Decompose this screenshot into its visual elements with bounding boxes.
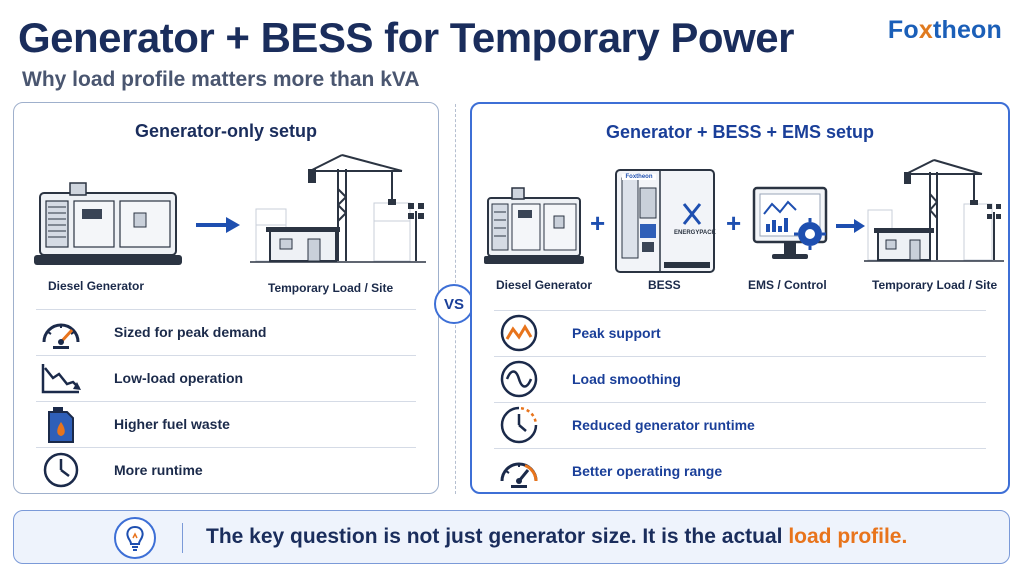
brand-logo: Foxtheon <box>887 16 1002 44</box>
gauge-optimal-icon <box>500 462 538 488</box>
key-message-banner: The key question is not just generator s… <box>13 510 1010 564</box>
label-temporary-site: Temporary Load / Site <box>268 281 394 295</box>
label-diesel-generator: Diesel Generator <box>48 279 145 293</box>
diesel-generator-icon <box>34 182 182 265</box>
lightbulb-icon <box>114 517 156 559</box>
bess-unit-icon: Foxtheon ENERGYPACK <box>614 168 716 274</box>
banner-separator <box>182 523 183 553</box>
page-subtitle: Why load profile matters more than kVA <box>22 68 420 91</box>
page-title: Generator + BESS for Temporary Power <box>18 14 794 61</box>
plus-icon: + <box>590 208 606 238</box>
clock-icon <box>43 452 79 487</box>
bess-brand-label: Foxtheon <box>622 174 656 180</box>
construction-site-icon <box>250 154 426 263</box>
arrow-right-icon <box>836 219 865 233</box>
generator-bess-ems-panel: Generator + BESS + EMS setup Diesel Gene… <box>470 102 1010 494</box>
peak-wave-icon <box>500 314 538 351</box>
vs-badge: VS <box>434 284 474 324</box>
list-item: Better operating range <box>494 448 986 492</box>
list-item: Sized for peak demand <box>36 309 416 353</box>
clock-reduce-icon <box>500 406 538 443</box>
list-item: Low-load operation <box>36 355 416 399</box>
arrow-right-icon <box>196 217 240 233</box>
construction-site-icon <box>864 159 1004 262</box>
label-temporary-site: Temporary Load / Site <box>872 278 998 292</box>
list-item: Higher fuel waste <box>36 401 416 445</box>
ems-monitor-icon <box>752 186 828 259</box>
panel-title-generator-bess-ems: Generator + BESS + EMS setup <box>605 122 875 142</box>
bess-product-label: ENERGYPACK <box>674 230 716 236</box>
list-item: More runtime <box>36 447 416 491</box>
list-item: Load smoothing <box>494 356 986 400</box>
generator-only-panel: Generator-only setup Diesel Generator <box>13 102 439 494</box>
label-diesel-generator: Diesel Generator <box>496 278 593 292</box>
diesel-generator-icon <box>484 187 584 264</box>
gauge-high-icon <box>42 323 80 349</box>
fuel-can-icon <box>48 406 74 443</box>
key-message: The key question is not just generator s… <box>206 525 908 548</box>
plus-icon: + <box>726 208 742 238</box>
label-ems-control: EMS / Control <box>748 278 827 292</box>
panel-title-generator-only: Generator-only setup <box>134 121 318 141</box>
list-item: Peak support <box>494 310 986 354</box>
label-bess: BESS <box>648 278 681 292</box>
list-item: Reduced generator runtime <box>494 402 986 446</box>
highlight-load-profile: load profile. <box>788 525 908 548</box>
trend-down-icon <box>41 363 81 393</box>
sine-wave-icon <box>500 360 538 397</box>
